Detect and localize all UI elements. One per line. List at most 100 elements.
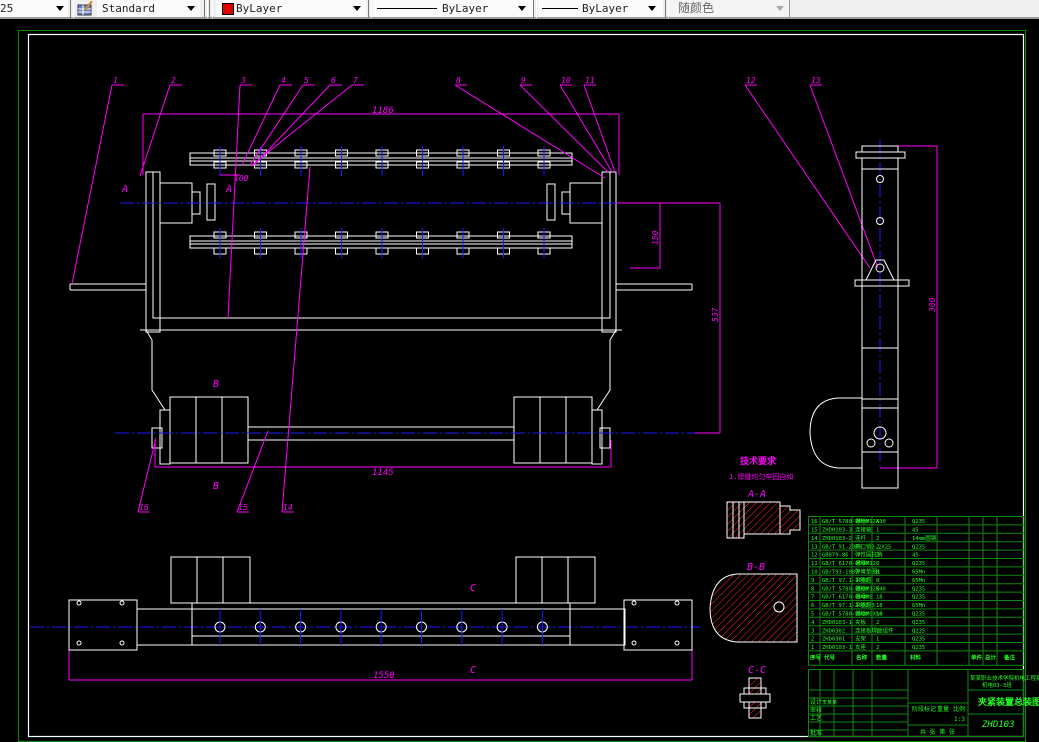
bom-material: Q235 [912, 620, 925, 626]
balloon-number: 4 [281, 76, 286, 85]
balloon-10: 10 [559, 76, 613, 173]
tech-requirements-title: 技术要求 [740, 455, 777, 467]
bom-material: Q235 [912, 519, 925, 525]
bolt [416, 146, 429, 176]
bom-header-cell: 序号 [809, 653, 822, 661]
bom-no: 2 [811, 637, 814, 643]
bom-qty: 6 [876, 586, 879, 592]
linetype-sample [377, 8, 437, 9]
color-value: ByLayer [236, 2, 283, 15]
section-mark-b-top: B [213, 379, 219, 390]
balloon-number: 14 [283, 503, 293, 512]
bom-code: ZHD0103-2 [822, 536, 852, 542]
dimscale-combo[interactable]: 25 [0, 0, 68, 17]
toolbar-separator [533, 0, 537, 18]
section-cc [739, 677, 771, 719]
balloon-13: 13 [809, 76, 879, 269]
linetype-combo[interactable]: ByLayer [373, 0, 533, 17]
bom-qty: 8 [876, 570, 879, 576]
balloon-2: 2 [139, 76, 182, 177]
bom-code: ZHD0301 [822, 637, 845, 643]
balloon-number: 2 [171, 76, 176, 85]
lineweight-combo[interactable]: ByLayer [538, 0, 663, 17]
bolt [294, 146, 308, 176]
bom-header-cell: 名称 [856, 653, 868, 661]
title-block [808, 669, 1024, 737]
bom-code: ZHD0302 [822, 628, 845, 634]
lineweight-value: ByLayer [582, 2, 629, 15]
chevron-down-icon[interactable] [353, 6, 361, 11]
bolt [375, 146, 389, 176]
text-style-combo[interactable]: Standard [97, 0, 200, 17]
text-style-icon[interactable] [77, 1, 93, 16]
class-name: 机电03-3班 [982, 681, 1012, 689]
bom-material: 45 [912, 528, 919, 534]
bom-name: 螺栓M12X40 [855, 584, 886, 592]
balloon-14: 14 [281, 166, 311, 513]
section-title-aa: A-A [747, 489, 766, 500]
bom-no: 1 [811, 645, 814, 651]
left-base-plate [68, 599, 138, 651]
bom-material: 65Mn [912, 578, 925, 584]
bom-name: 螺母M12 [855, 559, 876, 567]
bom-qty: 18 [876, 603, 883, 609]
bom-material: 14mm圆钢 [912, 534, 937, 542]
balloon-9: 9 [519, 76, 609, 173]
plotstyle-combo[interactable]: 随颜色 [670, 0, 790, 17]
balloon-11: 11 [583, 76, 616, 173]
bom-material: Q235 [912, 612, 925, 618]
balloon-number: 7 [353, 76, 358, 85]
bom-material: Q235 [912, 586, 925, 592]
bom-qty: 2 [876, 536, 879, 542]
balloon-number: 5 [304, 76, 309, 85]
bom-header-cell: 备注 [1003, 653, 1016, 661]
upper-clamp-bar [189, 152, 573, 166]
balloon-15: 15 [236, 430, 269, 513]
drawing-border [27, 33, 1025, 738]
balloon-number: 11 [585, 76, 595, 85]
bolt [456, 228, 470, 258]
bom-qty: 2 [876, 544, 879, 550]
school-name: 某某职业技术学院机电工程系 (课程设计) [970, 674, 1039, 682]
bom-code: ZHD0103-1 [822, 620, 852, 626]
scale-value: 1:3 [954, 716, 965, 723]
linetype-value: ByLayer [442, 2, 489, 15]
chevron-down-icon[interactable] [187, 6, 195, 11]
color-combo[interactable]: ByLayer [216, 0, 366, 17]
toolbar-separator [368, 0, 372, 18]
bom-material: Q235 [912, 595, 925, 601]
bom-no: 14 [811, 536, 818, 542]
bolt [375, 228, 389, 258]
chevron-down-icon[interactable] [776, 6, 784, 11]
section-mark-a-right: A [225, 184, 232, 195]
chevron-down-icon[interactable] [56, 6, 64, 11]
chevron-down-icon[interactable] [518, 6, 526, 11]
balloon-3: 3 [227, 76, 252, 319]
role-designer: 设计 [810, 698, 822, 706]
bom-qty: 2 [876, 553, 879, 559]
bom-material: Q235 [912, 561, 925, 567]
dimension-texts: 1186 1145 1550 100 150 537 300 [234, 106, 937, 681]
bolt [294, 228, 308, 258]
bom-name: 开口销3.2X25 [855, 542, 891, 550]
right-side-plate [601, 171, 617, 333]
toolbar-grip[interactable] [209, 0, 213, 18]
bom-code: ZHD0103-1 [822, 645, 852, 651]
bom-code: GB/T 91-2000 [822, 544, 862, 550]
scale-label: 比例 [953, 705, 965, 713]
dim-top-width: 1186 [372, 106, 394, 116]
bom-qty: 8 [876, 578, 879, 584]
bom-name: 连接轴 [855, 526, 872, 534]
bolt [497, 228, 510, 258]
balloon-4: 4 [241, 76, 292, 166]
chevron-down-icon[interactable] [648, 6, 656, 11]
